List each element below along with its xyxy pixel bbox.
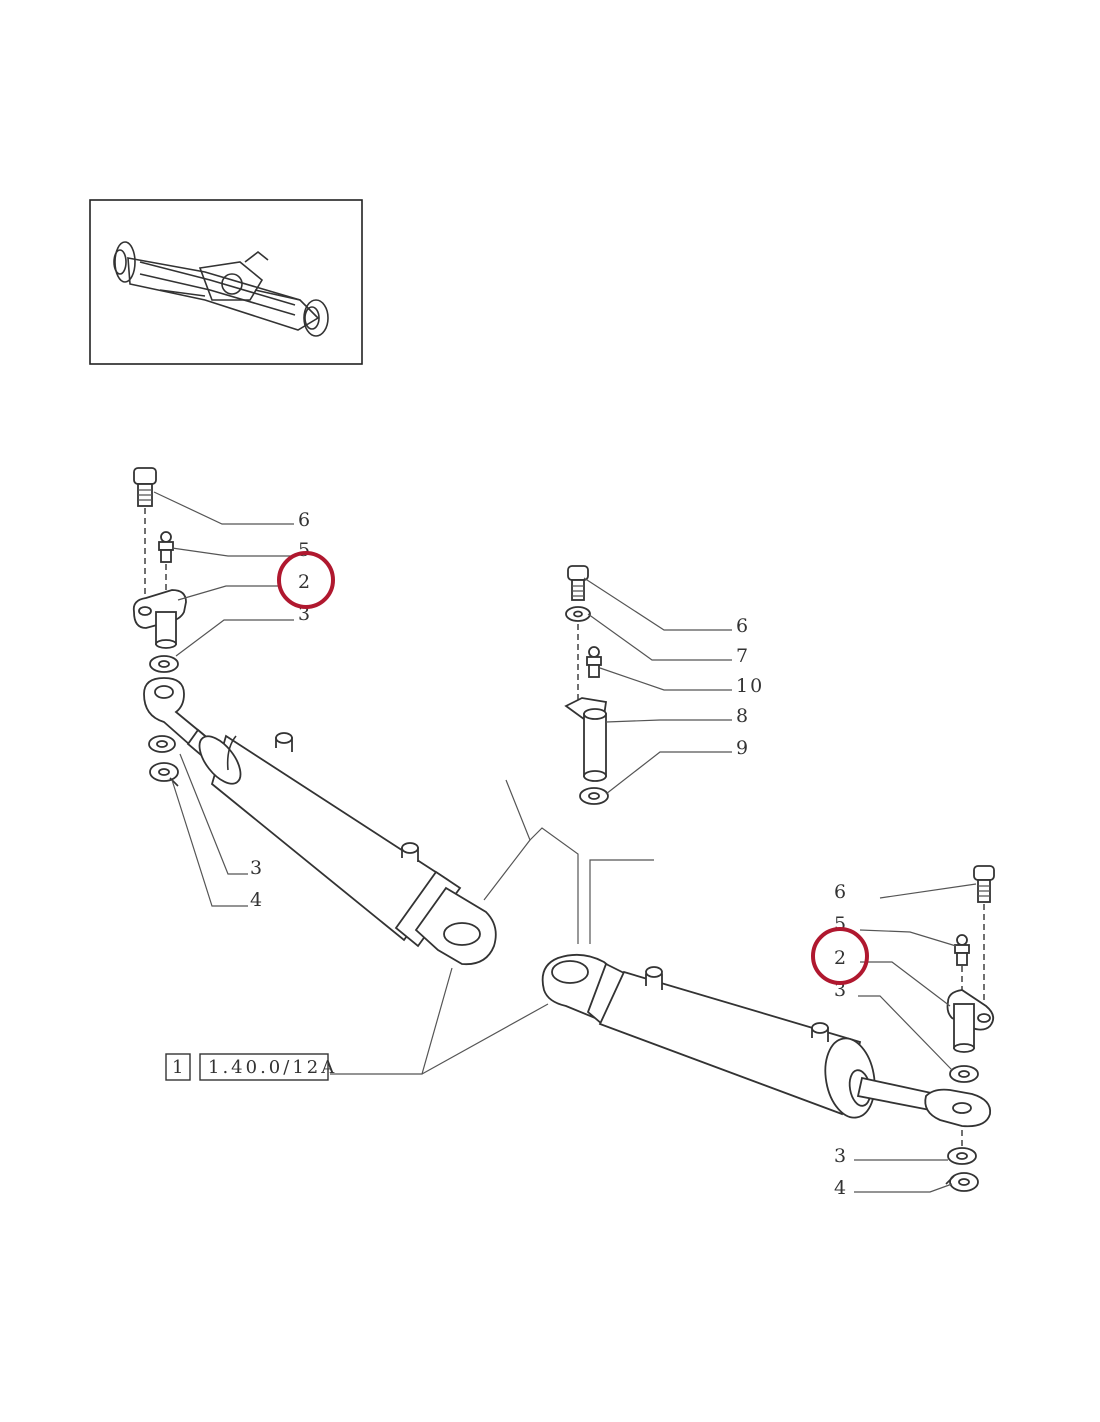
callout-right-3-lower: 3 bbox=[834, 1145, 848, 1167]
callout-center-8: 8 bbox=[736, 705, 750, 727]
callout-left-6: 6 bbox=[298, 509, 312, 531]
left-washer-3-bottom bbox=[148, 735, 176, 753]
center-fastener-stack bbox=[564, 565, 609, 805]
leader-lines bbox=[153, 491, 977, 1193]
callout-right-2: 2 bbox=[834, 947, 848, 969]
left-rod-eye bbox=[143, 677, 212, 754]
highlight-circle-right bbox=[811, 927, 869, 985]
center-bolt-6 bbox=[567, 565, 589, 601]
callout-center-6: 6 bbox=[736, 615, 750, 637]
callouts-right-bottom: 3 4 bbox=[834, 1145, 848, 1199]
reference-index: 1 bbox=[172, 1057, 186, 1078]
callout-right-6: 6 bbox=[834, 881, 848, 903]
reference-index-box bbox=[165, 1053, 191, 1081]
callouts-center: 6 7 10 8 9 bbox=[736, 615, 764, 759]
right-washer-3-top bbox=[949, 1065, 979, 1083]
highlight-circle-left bbox=[277, 551, 335, 609]
right-cylinder-port-2 bbox=[811, 1022, 829, 1042]
callout-center-7: 7 bbox=[736, 645, 750, 667]
center-washer-7 bbox=[565, 606, 591, 622]
callout-left-5: 5 bbox=[298, 539, 312, 561]
right-cylinder-port-1 bbox=[645, 966, 663, 990]
center-washer-9 bbox=[579, 787, 609, 805]
right-rod-eye bbox=[924, 1088, 992, 1128]
callout-left-2: 2 bbox=[298, 571, 312, 593]
axle-thumbnail bbox=[89, 199, 363, 365]
callout-left-4: 4 bbox=[250, 889, 264, 911]
left-hydraulic-cylinder bbox=[186, 728, 497, 966]
right-clip-4 bbox=[945, 1172, 979, 1192]
left-cylinder-port-2 bbox=[401, 842, 419, 862]
callout-left-3-lower: 3 bbox=[250, 857, 264, 879]
center-grease-nipple-10 bbox=[586, 646, 602, 678]
left-pin-2 bbox=[132, 589, 187, 649]
left-grease-nipple-5 bbox=[158, 531, 174, 563]
right-grease-nipple-5 bbox=[954, 934, 970, 966]
reference-code-box bbox=[199, 1053, 329, 1081]
left-clip-4 bbox=[149, 762, 179, 787]
left-washer-3-top bbox=[149, 655, 179, 673]
callout-right-4: 4 bbox=[834, 1177, 848, 1199]
right-hydraulic-cylinder bbox=[541, 953, 992, 1128]
reference-code[interactable]: 1.40.0/12A bbox=[208, 1057, 337, 1078]
left-bolt-6 bbox=[133, 467, 157, 507]
left-fastener-stack bbox=[132, 467, 212, 787]
left-cylinder-port-1 bbox=[275, 732, 293, 752]
callouts-left-bottom: 3 4 bbox=[250, 857, 264, 911]
reference-box: 1 1.40.0/12A bbox=[165, 1053, 337, 1081]
right-pin-2 bbox=[946, 989, 995, 1053]
right-fastener-stack bbox=[945, 865, 995, 1192]
right-washer-3-bottom bbox=[947, 1147, 977, 1165]
callout-center-10: 10 bbox=[736, 675, 764, 697]
center-pin-8 bbox=[564, 697, 608, 782]
right-bolt-6 bbox=[973, 865, 995, 903]
callout-center-9: 9 bbox=[736, 737, 750, 759]
